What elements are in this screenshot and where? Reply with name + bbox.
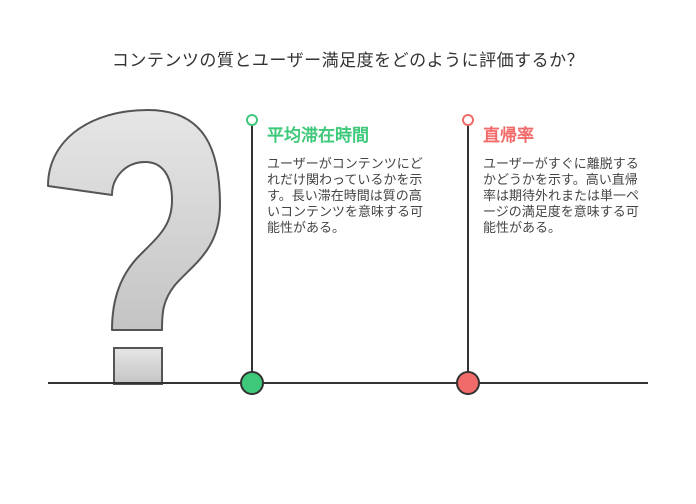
metric-description-avg-dwell-time: ユーザーがコンテンツにどれだけ関わっているかを示す。長い滞在時間は質の高いコンテ… <box>267 157 425 237</box>
metric-connector-0 <box>241 115 263 394</box>
question-mark-icon <box>48 110 220 384</box>
metric-title-avg-dwell-time: 平均滞在時間 <box>267 121 369 146</box>
connector-top-dot <box>247 115 257 125</box>
metric-title-bounce-rate: 直帰率 <box>483 121 534 146</box>
timeline-node <box>457 372 479 394</box>
metric-description-bounce-rate: ユーザーがすぐに離脱するかどうかを示す。高い直帰率は期待外れまたは単一ページの満… <box>483 157 641 237</box>
metric-connector-1 <box>457 115 479 394</box>
connector-top-dot <box>463 115 473 125</box>
timeline-node <box>241 372 263 394</box>
